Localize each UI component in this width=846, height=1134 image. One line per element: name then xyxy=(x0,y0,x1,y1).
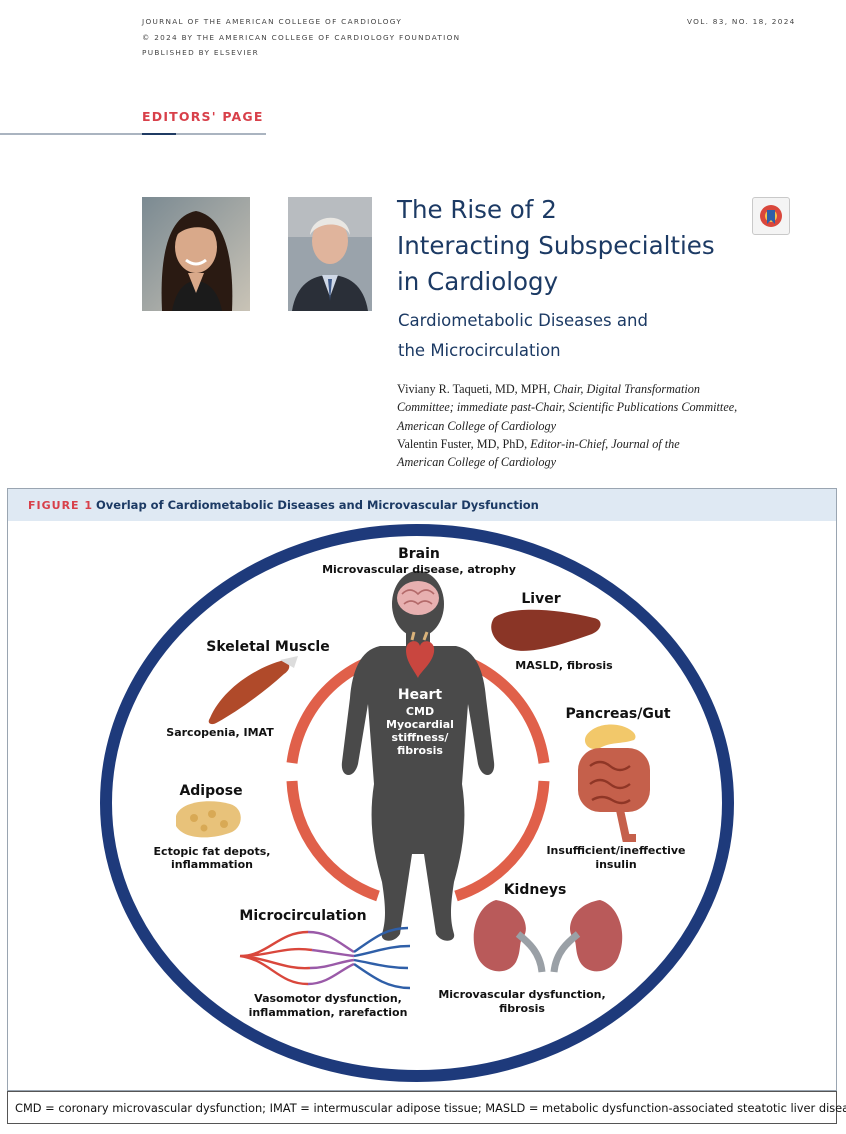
pancreas-label: Pancreas/Gut xyxy=(565,706,670,722)
author2-role: Editor-in-Chief, Journal of the xyxy=(530,436,680,451)
adipose-icon xyxy=(176,801,241,838)
volume-info: VOL. 83, NO. 18, 2024 xyxy=(687,17,796,26)
muscle-icon xyxy=(208,656,298,725)
micro-label: Microcirculation xyxy=(239,908,366,924)
gut-icon xyxy=(578,748,650,842)
figure-title: Overlap of Cardiometabolic Diseases and … xyxy=(96,498,539,512)
author2-name: Valentin Fuster, MD, PhD, xyxy=(397,436,528,451)
micro-desc-2: inflammation, rarefaction xyxy=(249,1006,408,1019)
kidneys-icon xyxy=(473,900,623,973)
liver-desc: MASLD, fibrosis xyxy=(515,659,613,672)
kidneys-desc-2: fibrosis xyxy=(499,1002,545,1015)
journal-name: JOURNAL OF THE AMERICAN COLLEGE OF CARDI… xyxy=(142,17,403,26)
liver-icon xyxy=(491,609,601,651)
figure-caption: CMD = coronary microvascular dysfunction… xyxy=(7,1091,846,1124)
heart-icon xyxy=(406,631,435,678)
micro-desc-1: Vasomotor dysfunction, xyxy=(254,992,402,1005)
title-line-1: The Rise of 2 xyxy=(397,195,557,224)
section-rule-accent xyxy=(142,133,176,135)
heart-label: Heart xyxy=(398,687,443,703)
title-line-2: Interacting Subspecialties xyxy=(397,231,715,260)
brain-icon xyxy=(397,581,439,615)
author-affiliations: Viviany R. Taqueti, MD, MPH, Chair, Digi… xyxy=(397,380,797,471)
heart-desc-3: stiffness/ xyxy=(392,731,450,744)
author1-role-cont: Committee; immediate past-Chair, Scienti… xyxy=(397,400,738,415)
heart-desc-2: Myocardial xyxy=(386,718,454,731)
article-subtitle: Cardiometabolic Diseases and the Microci… xyxy=(398,306,648,366)
microcirculation-icon xyxy=(239,926,411,990)
brain-label: Brain xyxy=(398,546,440,562)
author1-role-org: American College of Cardiology xyxy=(397,418,556,433)
copyright-line: © 2024 BY THE AMERICAN COLLEGE OF CARDIO… xyxy=(142,33,461,42)
muscle-desc: Sarcopenia, IMAT xyxy=(166,726,274,739)
crossmark-icon[interactable] xyxy=(752,197,790,235)
author1-name: Viviany R. Taqueti, MD, MPH, xyxy=(397,382,551,396)
figure-label: FIGURE 1 xyxy=(28,499,94,512)
author-photo-fuster xyxy=(288,197,372,311)
figure-illustration: Brain Microvascular disease, atrophy Liv… xyxy=(100,524,734,1082)
subtitle-line-1: Cardiometabolic Diseases and xyxy=(398,311,648,330)
pancreas-desc-2: insulin xyxy=(595,858,636,871)
adipose-desc-2: inflammation xyxy=(171,858,253,871)
subtitle-line-2: the Microcirculation xyxy=(398,341,561,360)
outer-ring xyxy=(100,524,734,1082)
section-rule xyxy=(0,133,266,135)
kidneys-label: Kidneys xyxy=(504,882,567,898)
heart-desc-1: CMD xyxy=(406,705,434,718)
muscle-label: Skeletal Muscle xyxy=(206,639,329,655)
pancreas-icon xyxy=(584,724,636,750)
figure-header xyxy=(8,489,836,521)
author1-role: Chair, Digital Transformation xyxy=(553,382,700,396)
heart-desc-4: fibrosis xyxy=(397,744,443,757)
liver-label: Liver xyxy=(521,591,560,607)
author2-role-cont: American College of Cardiology xyxy=(397,455,556,470)
kidneys-desc-1: Microvascular dysfunction, xyxy=(438,988,605,1001)
brain-desc: Microvascular disease, atrophy xyxy=(322,563,516,576)
pancreas-desc-1: Insufficient/ineffective xyxy=(546,844,685,857)
adipose-label: Adipose xyxy=(179,783,242,799)
title-line-3: in Cardiology xyxy=(397,267,559,296)
adipose-desc-1: Ectopic fat depots, xyxy=(154,845,271,858)
article-title: The Rise of 2 Interacting Subspecialties… xyxy=(397,192,777,300)
publisher-line: PUBLISHED BY ELSEVIER xyxy=(142,48,260,57)
author-photo-taqueti xyxy=(142,197,250,311)
section-label: EDITORS' PAGE xyxy=(142,109,264,124)
